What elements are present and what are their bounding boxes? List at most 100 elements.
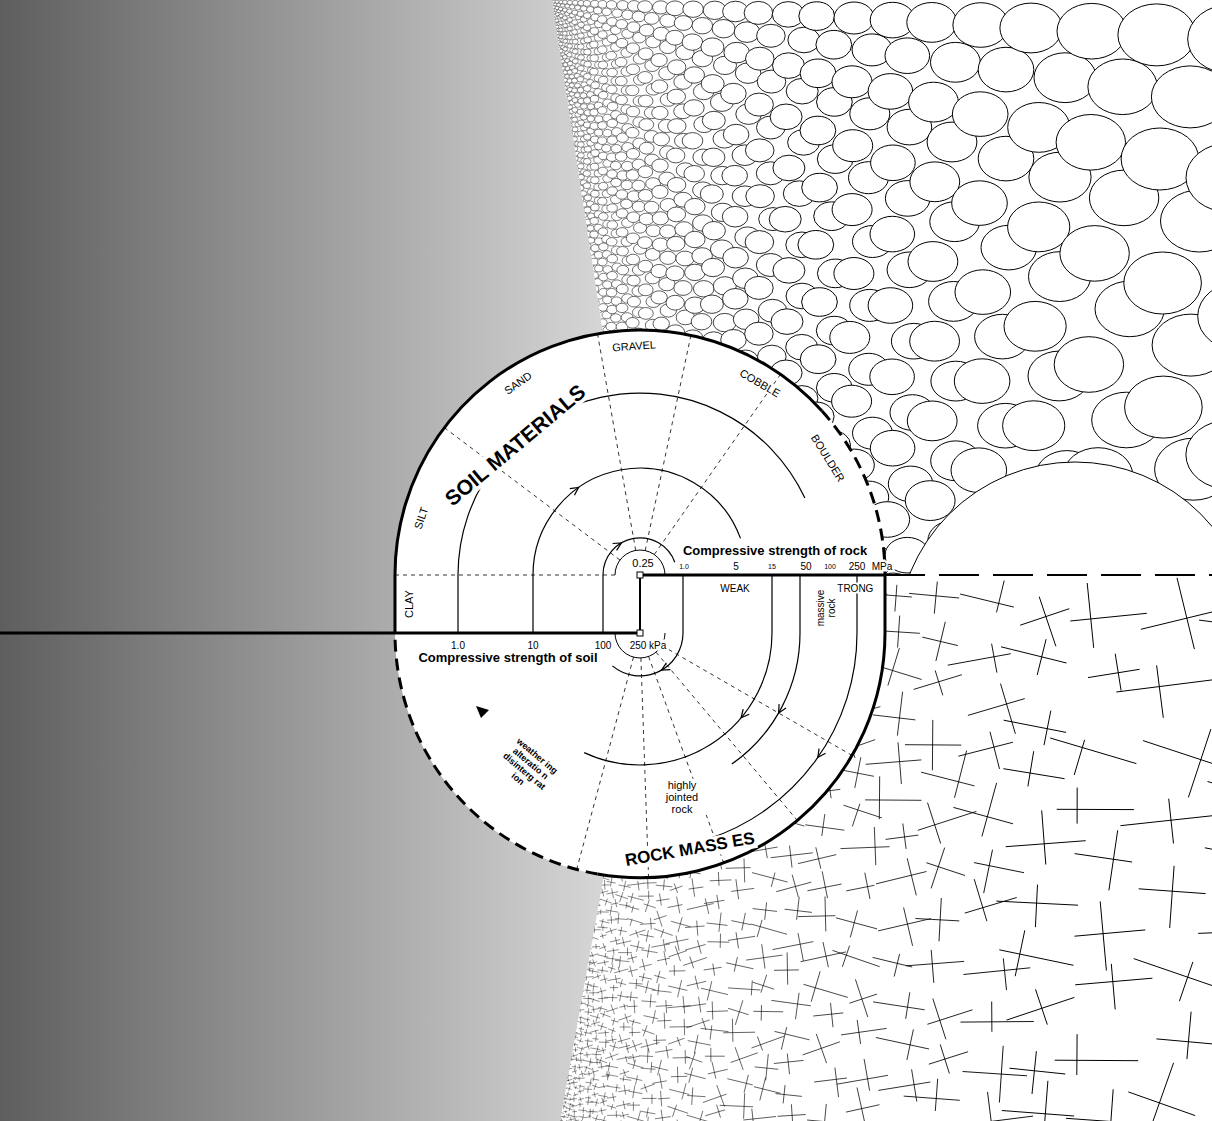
grain <box>557 235 561 238</box>
grain <box>581 245 588 250</box>
grain <box>584 49 592 55</box>
grain <box>577 327 584 332</box>
grain <box>693 281 714 297</box>
grain <box>553 322 557 325</box>
grain <box>563 273 568 277</box>
grain <box>554 160 558 163</box>
grain <box>555 57 559 60</box>
grain <box>652 159 668 172</box>
grain <box>555 38 559 41</box>
grain <box>557 310 561 313</box>
grain <box>660 251 676 264</box>
grain <box>577 196 584 201</box>
grain <box>587 7 595 13</box>
grain <box>554 115 558 118</box>
grain <box>567 332 572 336</box>
grain <box>572 0 578 5</box>
grain <box>552 202 556 205</box>
grain <box>978 47 1034 92</box>
grain <box>557 153 561 156</box>
grain <box>557 260 561 263</box>
grain <box>599 273 608 281</box>
grain <box>567 149 572 153</box>
grain <box>559 168 563 171</box>
grain <box>552 336 556 339</box>
grain <box>626 64 639 75</box>
grain <box>555 107 559 110</box>
grain <box>577 218 584 223</box>
grain <box>559 301 563 304</box>
grain <box>799 2 835 31</box>
grain <box>557 329 561 332</box>
grain <box>563 164 568 168</box>
grain <box>700 185 723 203</box>
grain <box>584 268 592 274</box>
grain <box>622 10 634 19</box>
grain <box>567 253 572 257</box>
grain <box>561 137 565 140</box>
grain <box>557 185 561 188</box>
grain <box>554 283 558 286</box>
grain <box>572 127 578 132</box>
grain <box>554 70 558 73</box>
grain <box>578 251 585 256</box>
grain <box>567 201 572 205</box>
grain <box>590 123 598 130</box>
grain <box>561 262 565 265</box>
grain <box>559 126 563 129</box>
grain <box>617 1 629 10</box>
grain <box>682 34 703 50</box>
grain <box>583 256 591 262</box>
grain <box>590 326 598 333</box>
grain <box>555 75 559 78</box>
grain <box>561 227 565 230</box>
grain <box>561 130 565 133</box>
grain <box>621 180 633 189</box>
grain <box>557 53 561 56</box>
grain <box>721 83 747 104</box>
grain <box>555 182 559 185</box>
grain <box>572 195 578 200</box>
grain <box>584 243 592 249</box>
grain <box>563 328 568 332</box>
grain <box>652 212 668 225</box>
grain <box>581 256 588 261</box>
grain <box>578 305 585 310</box>
grain <box>570 196 575 200</box>
grain <box>552 291 556 294</box>
grain <box>562 195 567 199</box>
grain <box>572 293 578 298</box>
grain <box>632 180 645 191</box>
grain <box>802 288 838 317</box>
grain <box>563 63 568 67</box>
grain <box>701 75 724 93</box>
grain <box>607 272 618 280</box>
grain <box>931 42 981 82</box>
grain <box>1125 376 1203 438</box>
grain <box>668 60 686 75</box>
grain <box>701 38 724 56</box>
grain <box>559 217 563 220</box>
grain <box>598 304 607 312</box>
grain <box>559 98 563 101</box>
grain <box>572 98 578 103</box>
grain <box>603 296 612 304</box>
grain <box>561 220 565 223</box>
grain <box>555 282 559 285</box>
grain <box>563 258 568 262</box>
grain <box>552 123 556 126</box>
grain <box>595 129 603 136</box>
grain <box>567 183 572 187</box>
grain <box>561 123 565 126</box>
grain <box>557 85 561 88</box>
grain <box>557 216 561 219</box>
grain <box>667 89 685 104</box>
grain <box>627 22 640 33</box>
grain <box>563 312 568 316</box>
grain <box>563 250 568 254</box>
grain <box>563 39 568 43</box>
grain <box>569 83 574 87</box>
grain <box>561 81 565 84</box>
grain <box>560 255 564 258</box>
grain <box>745 139 774 162</box>
